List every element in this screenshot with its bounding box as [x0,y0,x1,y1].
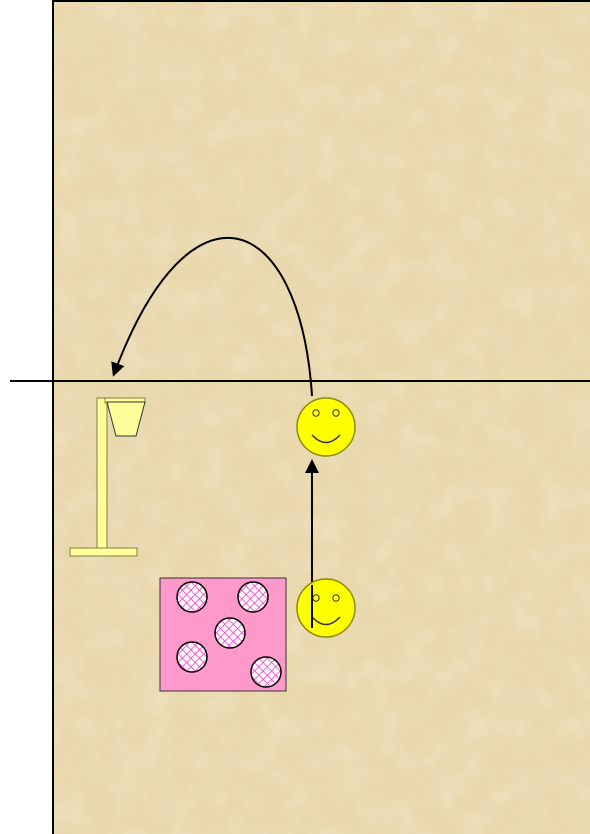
shot-arrow [111,237,313,397]
ball-icon [237,581,269,613]
ball-rack-icon [159,577,287,692]
ball-icon [176,641,208,673]
ball-icon [214,617,246,649]
smiley-face-icon [296,578,356,638]
ball-icon [250,656,282,688]
smiley-face-icon [296,397,356,457]
ball-icon [176,581,208,613]
hoop-icon [69,397,146,557]
